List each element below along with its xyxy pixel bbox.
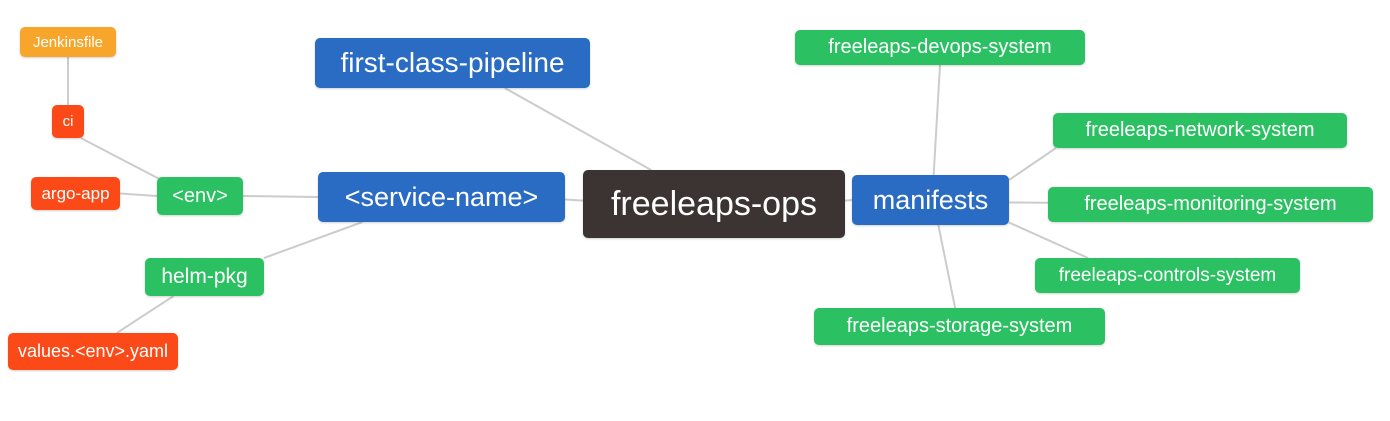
node-freeleaps-ops[interactable]: freeleaps-ops bbox=[583, 170, 845, 238]
node-freeleaps-storage-system[interactable]: freeleaps-storage-system bbox=[814, 308, 1105, 345]
node-jenkinsfile[interactable]: Jenkinsfile bbox=[20, 27, 116, 57]
node-service-name[interactable]: <service-name> bbox=[318, 172, 565, 222]
node-argo-app[interactable]: argo-app bbox=[31, 177, 120, 210]
edge-freeleaps-ops-to-manifests bbox=[844, 199, 853, 202]
edge-helm-pkg-to-values-env-yaml bbox=[116, 295, 175, 334]
node-first-class-pipeline[interactable]: first-class-pipeline bbox=[315, 38, 590, 88]
node-ci[interactable]: ci bbox=[52, 105, 84, 138]
edge-first-class-pipeline-to-freeleaps-ops bbox=[504, 87, 652, 171]
node-freeleaps-devops-system[interactable]: freeleaps-devops-system bbox=[795, 30, 1085, 65]
edge-manifests-to-freeleaps-storage-system bbox=[937, 224, 957, 309]
edge-argo-app-to-env bbox=[119, 192, 158, 197]
edge-manifests-to-freeleaps-controls-system bbox=[1008, 221, 1089, 259]
node-manifests[interactable]: manifests bbox=[852, 175, 1009, 225]
node-freeleaps-monitoring-system[interactable]: freeleaps-monitoring-system bbox=[1048, 187, 1373, 222]
edge-service-name-to-helm-pkg bbox=[263, 221, 363, 259]
edge-manifests-to-freeleaps-network-system bbox=[1008, 147, 1057, 181]
node-values-env-yaml[interactable]: values.<env>.yaml bbox=[8, 333, 178, 370]
edge-manifests-to-freeleaps-devops-system bbox=[932, 64, 941, 176]
edge-env-to-service-name bbox=[242, 195, 319, 198]
node-freeleaps-controls-system[interactable]: freeleaps-controls-system bbox=[1035, 258, 1300, 293]
node-env[interactable]: <env> bbox=[157, 177, 243, 215]
edge-service-name-to-freeleaps-ops bbox=[564, 198, 584, 202]
node-freeleaps-network-system[interactable]: freeleaps-network-system bbox=[1053, 113, 1347, 148]
node-helm-pkg[interactable]: helm-pkg bbox=[145, 258, 264, 296]
edge-ci-to-env bbox=[80, 137, 162, 181]
